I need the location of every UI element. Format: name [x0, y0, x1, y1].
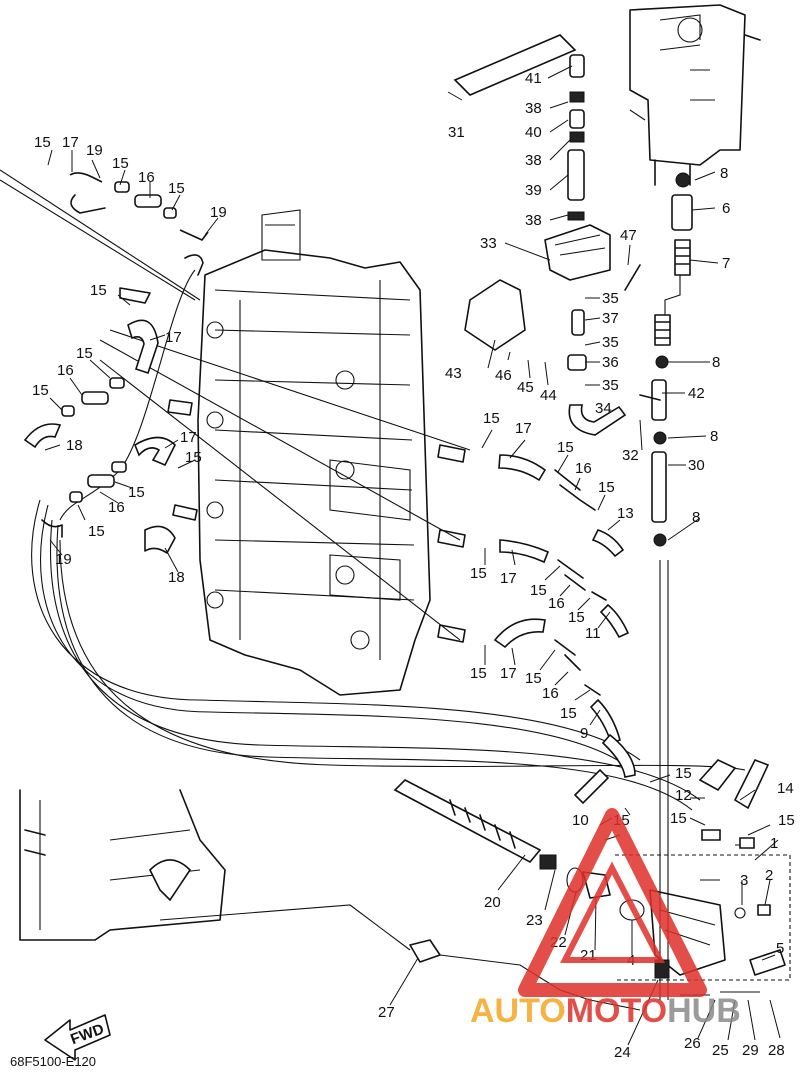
callout-24: 24 [614, 1044, 631, 1061]
callout-15-g: 15 [185, 449, 202, 466]
callout-15-m: 15 [470, 565, 487, 582]
callout-16-c: 16 [108, 499, 125, 516]
callout-43: 43 [445, 365, 462, 382]
callout-15-e: 15 [76, 345, 93, 362]
callout-16-f: 16 [542, 685, 559, 702]
automotohub-watermark: AUTOMOTOHUB [470, 808, 741, 1030]
callout-labels: 15 17 19 15 16 15 19 15 17 15 16 15 18 1… [32, 70, 795, 1061]
callout-18-b: 18 [168, 569, 185, 586]
cylinder-block [197, 209, 431, 696]
callout-17-a: 17 [62, 134, 79, 151]
callout-45: 45 [517, 379, 534, 396]
callout-15-q: 15 [525, 670, 542, 687]
callout-15-o: 15 [568, 609, 585, 626]
callout-8-a: 8 [720, 165, 728, 182]
callout-18-a: 18 [66, 437, 83, 454]
callout-7: 7 [722, 255, 730, 272]
callout-41: 41 [525, 70, 542, 87]
leader-lines [44, 65, 781, 1046]
callout-15-n: 15 [530, 582, 547, 599]
callout-15-k: 15 [557, 439, 574, 456]
callout-8-d: 8 [692, 509, 700, 526]
callout-47: 47 [620, 227, 637, 244]
callout-35-a: 35 [602, 290, 619, 307]
callout-17-f: 17 [500, 665, 517, 682]
callout-38-c: 38 [525, 212, 542, 229]
callout-25: 25 [712, 1042, 729, 1059]
callout-15-c: 15 [168, 180, 185, 197]
callout-15-l: 15 [598, 479, 615, 496]
callout-17-b: 17 [165, 329, 182, 346]
callout-15-r: 15 [560, 705, 577, 722]
callout-23: 23 [526, 912, 543, 929]
callout-8-c: 8 [710, 428, 718, 445]
callout-13: 13 [617, 505, 634, 522]
callout-9: 9 [580, 725, 588, 742]
callout-3: 3 [740, 872, 748, 889]
callout-35-b: 35 [602, 334, 619, 351]
bottom-left-inset [19, 789, 411, 951]
callout-38-a: 38 [525, 100, 542, 117]
callout-39: 39 [525, 182, 542, 199]
callout-44: 44 [540, 387, 557, 404]
callout-16-e: 16 [548, 595, 565, 612]
watermark-auto: AUTOMOTOHUB [470, 992, 741, 1030]
callout-35-c: 35 [602, 377, 619, 394]
callout-26: 26 [684, 1035, 701, 1052]
callout-38-b: 38 [525, 152, 542, 169]
callout-33: 33 [480, 235, 497, 252]
callout-16-a: 16 [138, 169, 155, 186]
callout-5: 5 [776, 940, 784, 957]
callout-17-e: 17 [500, 570, 517, 587]
callout-15-i: 15 [88, 523, 105, 540]
callout-32: 32 [622, 447, 639, 464]
diagram-code: 68F5100-E120 [10, 1054, 96, 1069]
callout-15-f: 15 [32, 382, 49, 399]
callout-10: 10 [572, 812, 589, 829]
callout-46: 46 [495, 367, 512, 384]
callout-12: 12 [675, 787, 692, 804]
callout-2: 2 [765, 867, 773, 884]
callout-36: 36 [602, 354, 619, 371]
callout-30: 30 [688, 457, 705, 474]
callout-15-a: 15 [34, 134, 51, 151]
callout-17-c: 17 [180, 429, 197, 446]
middle-hose-cluster [437, 444, 636, 805]
callout-1: 1 [770, 835, 778, 852]
callout-16-b: 16 [57, 362, 74, 379]
callout-20: 20 [484, 894, 501, 911]
callout-19-c: 19 [55, 551, 72, 568]
callout-11: 11 [585, 625, 601, 642]
fuel-line-right [651, 172, 693, 1000]
callout-15-b: 15 [112, 155, 129, 172]
callout-31: 31 [448, 124, 465, 141]
callout-15-p: 15 [470, 665, 487, 682]
left-hose-cluster [23, 172, 209, 554]
callout-29: 29 [742, 1042, 759, 1059]
callout-27: 27 [378, 1004, 395, 1021]
callout-28: 28 [768, 1042, 785, 1059]
callout-15-h: 15 [128, 484, 145, 501]
callout-15-u: 15 [670, 810, 687, 827]
callout-6: 6 [722, 200, 730, 217]
pump-stack [453, 34, 661, 436]
callout-16-d: 16 [575, 460, 592, 477]
callout-8-b: 8 [712, 354, 720, 371]
callout-15-s: 15 [675, 765, 692, 782]
callout-15-d: 15 [90, 282, 107, 299]
callout-14: 14 [777, 780, 794, 797]
callout-15-j: 15 [483, 410, 500, 427]
callout-40: 40 [525, 124, 542, 141]
callout-42: 42 [688, 385, 705, 402]
fuel-line-loops [0, 169, 746, 811]
callout-15-v: 15 [778, 812, 795, 829]
callout-17-d: 17 [515, 420, 532, 437]
vapor-separator [629, 4, 761, 186]
callout-34: 34 [595, 400, 612, 417]
callout-37: 37 [602, 310, 619, 327]
bottom-assembly [393, 758, 791, 1011]
callout-19-b: 19 [210, 204, 227, 221]
callout-19-a: 19 [86, 142, 103, 159]
